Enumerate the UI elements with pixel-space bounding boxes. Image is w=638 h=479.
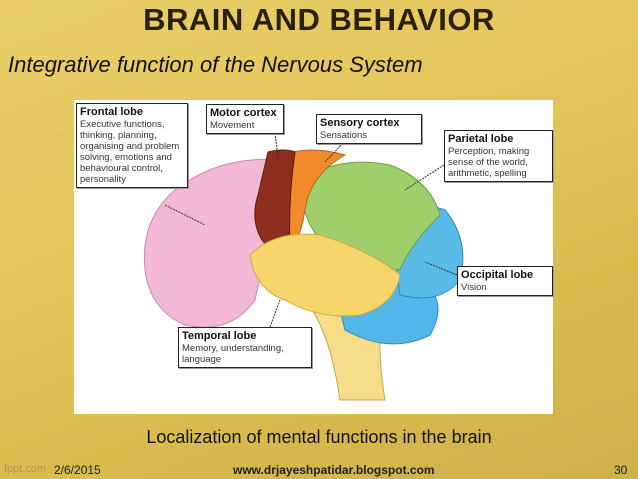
label-title: Frontal lobe [80, 106, 143, 118]
frontal-lobe [143, 158, 281, 328]
label-desc: Executive functions, thinking, planning,… [80, 119, 180, 185]
temporal-lobe [249, 233, 401, 317]
slide-subtitle: Integrative function of the Nervous Syst… [8, 52, 423, 77]
label-desc: Perception, making sense of the world, a… [448, 146, 530, 179]
label-title: Parietal lobe [448, 133, 514, 145]
footer-date: 2/6/2015 [54, 463, 101, 477]
label-title: Temporal lobe [182, 330, 257, 342]
diagram-caption: Localization of mental functions in the … [146, 427, 492, 447]
slide-title: BRAIN AND BEHAVIOR [143, 2, 495, 37]
label-title: Sensory cortex [320, 117, 400, 129]
watermark: fppt.com [4, 463, 47, 475]
label-desc: Movement [210, 120, 255, 131]
label-leaders [164, 132, 458, 328]
footer-website: www.drjayeshpatidar.blogspot.com [233, 463, 435, 477]
label-desc: Memory, understanding, language [182, 343, 284, 365]
label-desc: Vision [461, 282, 487, 293]
page-number: 30 [614, 463, 628, 477]
label-desc: Sensations [320, 130, 368, 141]
label-title: Occipital lobe [461, 269, 534, 281]
label-title: Motor cortex [210, 107, 277, 119]
